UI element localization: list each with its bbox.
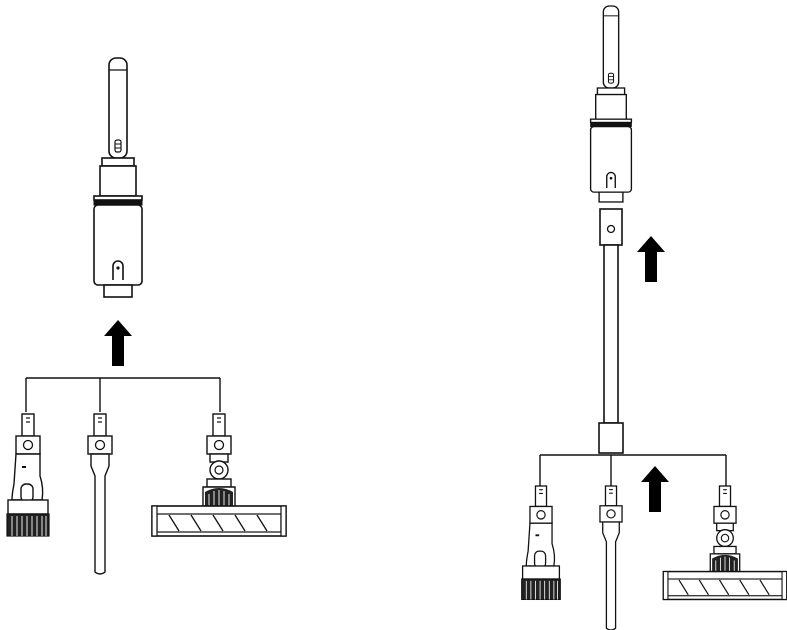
panel-handheld <box>7 57 286 574</box>
floor-head <box>152 414 286 536</box>
up-arrow-icon <box>104 320 132 366</box>
up-arrow-icon <box>637 236 665 282</box>
extension-tube <box>598 208 624 454</box>
brush-tool <box>7 414 49 536</box>
handheld-vacuum-unit <box>93 57 143 298</box>
connector-lines <box>539 454 727 486</box>
floor-head <box>663 486 786 599</box>
crevice-tool <box>600 486 622 630</box>
connector-lines <box>25 377 221 412</box>
panel-stick <box>522 5 787 630</box>
up-arrow-icon <box>641 466 669 512</box>
brush-tool <box>522 486 561 599</box>
crevice-tool <box>88 414 112 574</box>
handheld-vacuum-unit <box>589 5 633 203</box>
